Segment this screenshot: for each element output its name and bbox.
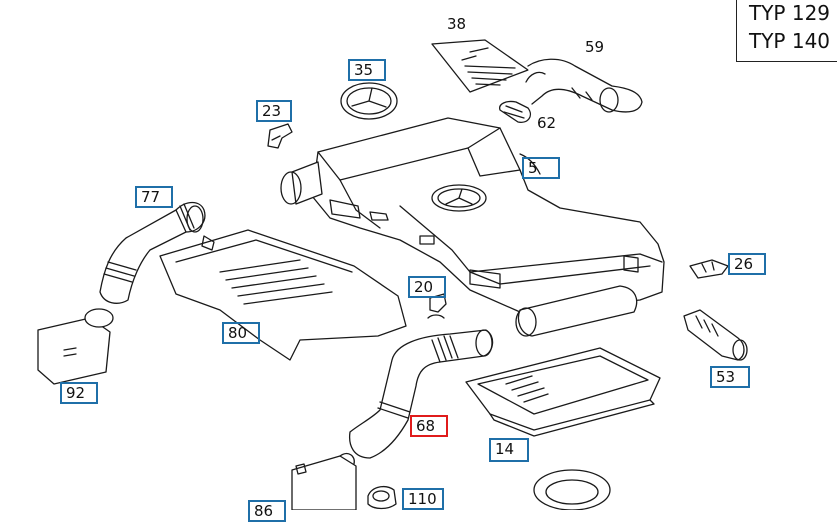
type-line-1: TYP 129 — [749, 1, 831, 25]
part-callout-14[interactable]: 14 — [489, 438, 529, 462]
parts-diagram: TYP 129 TYP 140 38 59 35 62 23 5 77 26 2… — [37, 0, 837, 522]
part-callout-20[interactable]: 20 — [408, 276, 446, 298]
part-callout-92[interactable]: 92 — [60, 382, 98, 404]
type-designation-box: TYP 129 TYP 140 — [736, 0, 837, 62]
part-callout-68-selected[interactable]: 68 — [410, 415, 448, 437]
part-callout-77[interactable]: 77 — [135, 186, 173, 208]
part-86-housing — [291, 452, 357, 510]
part-label-59[interactable]: 59 — [585, 38, 605, 56]
type-line-2: TYP 140 — [749, 29, 831, 53]
part-80-cover-plate — [159, 229, 407, 361]
part-label-38[interactable]: 38 — [447, 15, 467, 33]
part-5-air-cleaner-housing — [280, 117, 665, 337]
part-110-grommet — [367, 485, 397, 510]
ring-seal — [533, 469, 611, 510]
part-23-bracket — [267, 123, 293, 149]
part-callout-110[interactable]: 110 — [402, 488, 444, 510]
part-26-bracket — [689, 259, 729, 279]
part-callout-86[interactable]: 86 — [248, 500, 286, 522]
exploded-view-drawing — [37, 39, 748, 510]
part-59-intake-hose — [525, 58, 643, 113]
part-38-label-plate — [431, 39, 529, 93]
part-label-62[interactable]: 62 — [537, 114, 557, 132]
part-callout-35[interactable]: 35 — [348, 59, 386, 81]
part-62-clamp — [499, 100, 532, 123]
part-14-filter-element — [465, 347, 661, 437]
part-77-hose — [99, 201, 206, 304]
part-20-clip — [427, 293, 447, 319]
part-callout-5[interactable]: 5 — [522, 157, 560, 179]
part-callout-80[interactable]: 80 — [222, 322, 260, 344]
part-53-sensor — [683, 309, 748, 361]
part-callout-26[interactable]: 26 — [728, 253, 766, 275]
part-callout-53[interactable]: 53 — [710, 366, 750, 388]
part-callout-23[interactable]: 23 — [256, 100, 292, 122]
part-92-resonator — [37, 308, 114, 385]
part-35-star-emblem — [340, 82, 398, 120]
part-68-intake-hose — [348, 329, 494, 459]
